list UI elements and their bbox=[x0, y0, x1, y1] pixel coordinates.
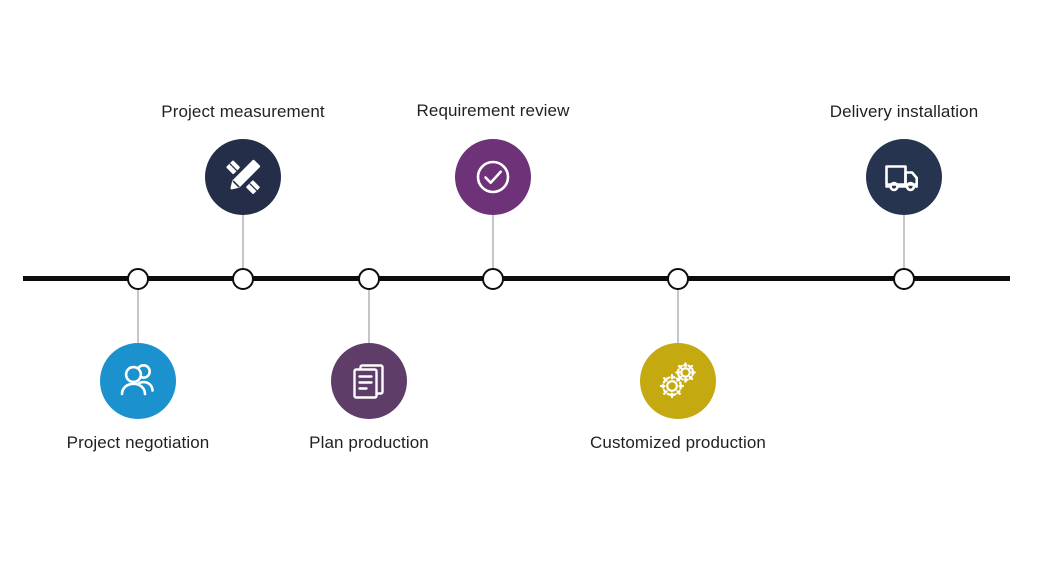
step-icon-bubble-5[interactable] bbox=[640, 343, 716, 419]
step-icon-bubble-2[interactable] bbox=[205, 139, 281, 215]
connector-stem-2 bbox=[242, 215, 244, 279]
timeline-node-1[interactable] bbox=[127, 268, 149, 290]
step-icon-bubble-6[interactable] bbox=[866, 139, 942, 215]
timeline-node-4[interactable] bbox=[482, 268, 504, 290]
step-icon-bubble-3[interactable] bbox=[331, 343, 407, 419]
step-icon-bubble-4[interactable] bbox=[455, 139, 531, 215]
step-label-4: Requirement review bbox=[416, 101, 570, 120]
gears-icon bbox=[655, 358, 701, 404]
step-label-3: Plan production bbox=[309, 433, 429, 452]
connector-stem-4 bbox=[492, 215, 494, 279]
timeline-node-5[interactable] bbox=[667, 268, 689, 290]
step-icon-bubble-1[interactable] bbox=[100, 343, 176, 419]
connector-stem-5 bbox=[677, 279, 679, 343]
pencil-ruler-icon bbox=[221, 155, 265, 199]
delivery-truck-icon bbox=[881, 154, 927, 200]
check-circle-icon bbox=[471, 155, 515, 199]
documents-icon bbox=[348, 360, 390, 402]
step-label-2: Project measurement bbox=[161, 102, 325, 121]
people-group-icon bbox=[115, 358, 161, 404]
step-label-1: Project negotiation bbox=[66, 433, 210, 452]
step-label-6: Delivery installation bbox=[829, 102, 979, 121]
connector-stem-1 bbox=[137, 279, 139, 343]
timeline-node-2[interactable] bbox=[232, 268, 254, 290]
connector-stem-3 bbox=[368, 279, 370, 343]
timeline-node-3[interactable] bbox=[358, 268, 380, 290]
timeline-axis bbox=[23, 276, 1010, 281]
timeline-node-6[interactable] bbox=[893, 268, 915, 290]
step-label-5: Customized production bbox=[590, 433, 766, 452]
connector-stem-6 bbox=[903, 215, 905, 279]
